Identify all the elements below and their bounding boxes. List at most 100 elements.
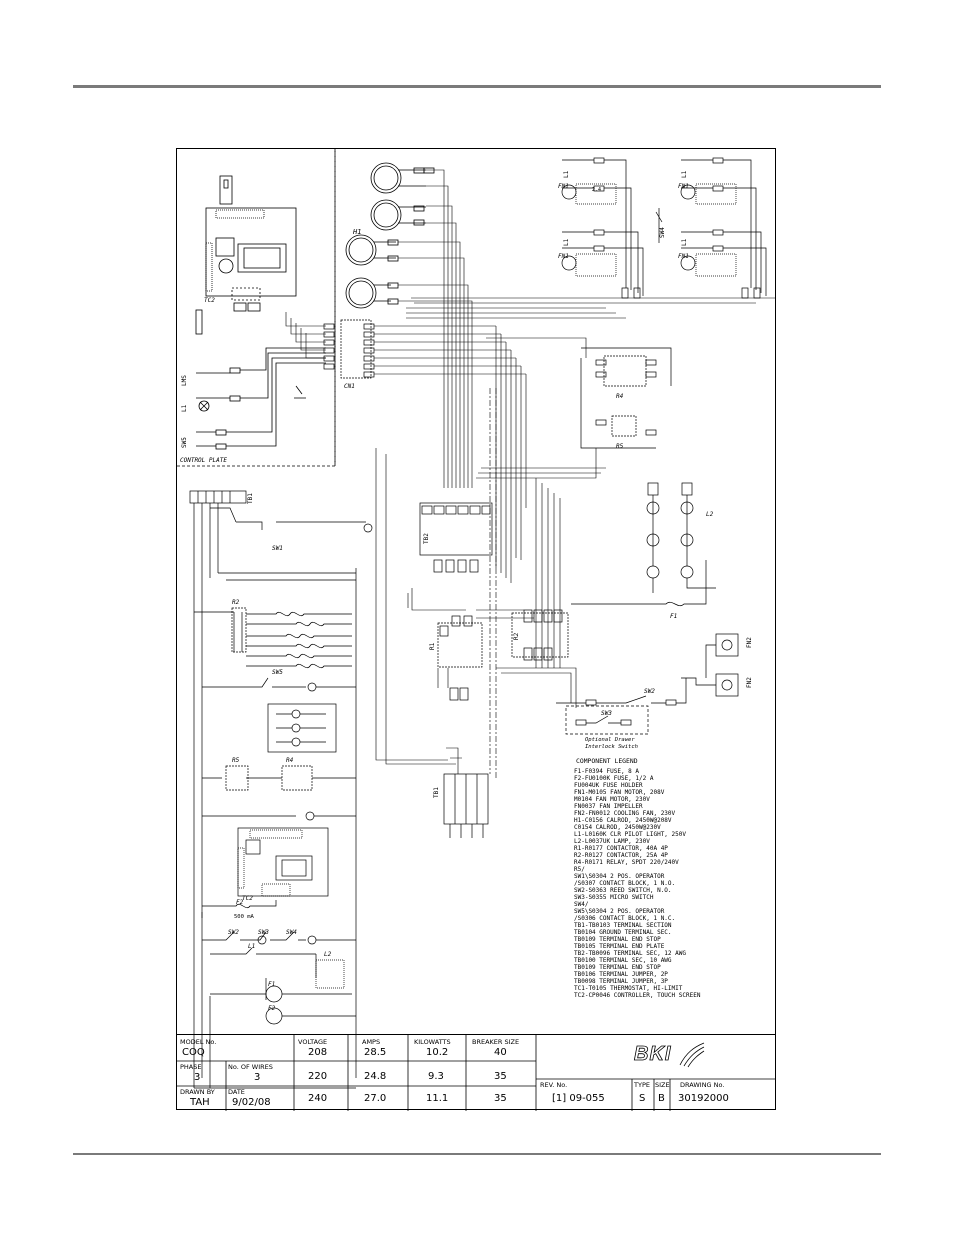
cn1-label: CN1 (344, 383, 355, 390)
legend-line: SW4/ (574, 901, 589, 908)
sw2-label-right: SW2 (644, 688, 655, 695)
f1-fuse-line (571, 560, 707, 607)
l2-label: L2 (706, 511, 714, 518)
tb1-left-label: TB1 (247, 493, 254, 504)
row1-breaker: 40 (494, 1047, 507, 1058)
kw-label: KILOWATTS (414, 1038, 451, 1046)
type-value: S (639, 1093, 646, 1104)
legend-line: FN1-M0105 FAN MOTOR, 208V (574, 789, 665, 796)
legend-line: TB0109 TERMINAL END STOP (574, 936, 661, 943)
fan-speed-label: 2.4 (592, 187, 601, 193)
fn1-label-a: FN1 (558, 183, 569, 190)
sw3-left-label: SW3 (258, 929, 269, 936)
legend-line: F1-F0394 FUSE, 8 A (574, 768, 639, 775)
component-legend: COMPONENT LEGEND F1-F0394 FUSE, 8 AF2-FU… (574, 757, 701, 999)
sw3-label-right: SW3 (601, 710, 612, 717)
tb1-left-strip (189, 490, 247, 504)
rev-label: REV. No. (540, 1081, 568, 1089)
drawing-label: DRAWING No. (680, 1081, 725, 1089)
legend-line: /S0307 CONTACT BLOCK, 1 N.O. (574, 880, 675, 887)
legend-line: L2-L0037UK LAMP, 230V (574, 838, 650, 845)
cn1-connector (323, 319, 375, 379)
bki-logo: BKI (634, 1043, 672, 1066)
l1-vertical-label: L1 (181, 404, 188, 412)
phase-value: 3 (194, 1072, 201, 1083)
r1-r2-contactors (437, 609, 569, 701)
row2-breaker: 35 (494, 1071, 507, 1082)
legend-line: TB2-TB0096 TERMINAL SEC, 12 AWG (574, 950, 686, 957)
legend-line: FN2-FN0012 COOLING FAN, 230V (574, 810, 676, 817)
f2-left-label: F2 (268, 1005, 276, 1012)
l1-left-label: L1 (248, 943, 255, 950)
tc2-probe (195, 309, 203, 335)
legend-line: F2-FU0100K FUSE, 1/2 A (574, 775, 654, 782)
sw5-label: SW5 (272, 669, 283, 676)
row3-kw: 11.1 (426, 1093, 449, 1104)
row1-kw: 10.2 (426, 1047, 449, 1058)
legend-line: TB0100 TERMINAL SEC, 10 AWG (574, 957, 672, 964)
fn1-label-b: FN1 (558, 253, 569, 260)
sw2-sw3-switches (556, 678, 687, 735)
control-plate-switches (196, 347, 326, 450)
model-value: COQ (182, 1047, 205, 1058)
sw5-vertical-label: SW5 (181, 437, 188, 448)
schematic-border (176, 148, 776, 1110)
r2-mid-label: R2 (513, 632, 520, 640)
row1-amps: 28.5 (364, 1047, 387, 1058)
tc2-label: TC2 (204, 297, 215, 304)
tc2-left-label: TC2 (242, 895, 253, 902)
header-rule (73, 85, 881, 88)
legend-line: C0154 CALROD, 2450W@230V (574, 824, 661, 831)
wires-value: 3 (254, 1072, 261, 1083)
r5-left-label: R5 (232, 757, 240, 764)
h1-heater-coils (345, 162, 435, 309)
row3-amps: 27.0 (364, 1093, 387, 1104)
tc2-controller-top (205, 175, 297, 312)
rev-value: [1] 09-055 (552, 1093, 605, 1104)
legend-line: FN0037 FAN IMPELLER (574, 803, 643, 810)
legend-line: TB0105 TERMINAL END PLATE (574, 943, 665, 950)
tb2-label: TB2 (423, 533, 430, 544)
optional-drawer-label-2: Interlock Switch (585, 744, 638, 750)
sw4-left-label: SW4 (286, 929, 297, 936)
size-label: SIZE (655, 1081, 670, 1089)
legend-line: R2-R0127 CONTACTOR, 25A 4P (574, 852, 668, 859)
l2-lamps (646, 482, 716, 593)
fn1-label-d: FN1 (678, 253, 689, 260)
wires-label: No. OF WIRES (228, 1063, 273, 1071)
r4-r5-relays (580, 347, 672, 449)
lms-label: LMS (181, 375, 188, 386)
size-value: B (658, 1093, 665, 1104)
wire-bundle (285, 169, 776, 778)
legend-line: R4-R0171 RELAY, SPDT 220/240V (574, 859, 679, 866)
legend-line: L1-L0160K CLR PILOT LIGHT, 250V (574, 831, 686, 838)
row2-kw: 9.3 (428, 1071, 444, 1082)
sw1-label: SW1 (272, 545, 283, 552)
legend-line: SW2-S0363 REED SWITCH, N.O. (574, 887, 672, 894)
r5-top-label: R5 (616, 443, 624, 450)
r4-left-label: R4 (286, 757, 294, 764)
l2-left-label: L2 (324, 951, 332, 958)
legend-line: TB0098 TERMINAL JUMPER, 3P (574, 978, 668, 985)
wiring-schematic: CONTROL PLATE TC2 LMS L1 SW5 (176, 148, 776, 1110)
l1-label-b: L1 (563, 238, 570, 246)
legend-line: R5/ (574, 866, 585, 873)
legend-line: TB0104 GROUND TERMINAL SEC. (574, 929, 672, 936)
legend-line: TB0109 TERMINAL END STOP (574, 964, 661, 971)
l1-label-d: L1 (681, 238, 688, 246)
title-block-grid (176, 1035, 776, 1111)
drawing-value: 30192000 (678, 1093, 729, 1104)
control-plate-boundary (177, 149, 336, 467)
tb1-terminal-block (443, 773, 489, 838)
row3-breaker: 35 (494, 1093, 507, 1104)
legend-title: COMPONENT LEGEND (576, 757, 638, 765)
breaker-label: BREAKER SIZE (472, 1038, 520, 1046)
l1-label-a: L1 (563, 170, 570, 178)
optional-drawer-label-1: Optional Drawer (585, 737, 635, 743)
ladder-diagram (193, 503, 373, 1089)
fn2-label-b: FN2 (746, 677, 753, 688)
voltage-label: VOLTAGE (298, 1038, 328, 1046)
drawn-value: TAH (190, 1097, 210, 1108)
sw2-left-label: SW2 (228, 929, 239, 936)
f1-left-label: F1 (268, 981, 275, 988)
